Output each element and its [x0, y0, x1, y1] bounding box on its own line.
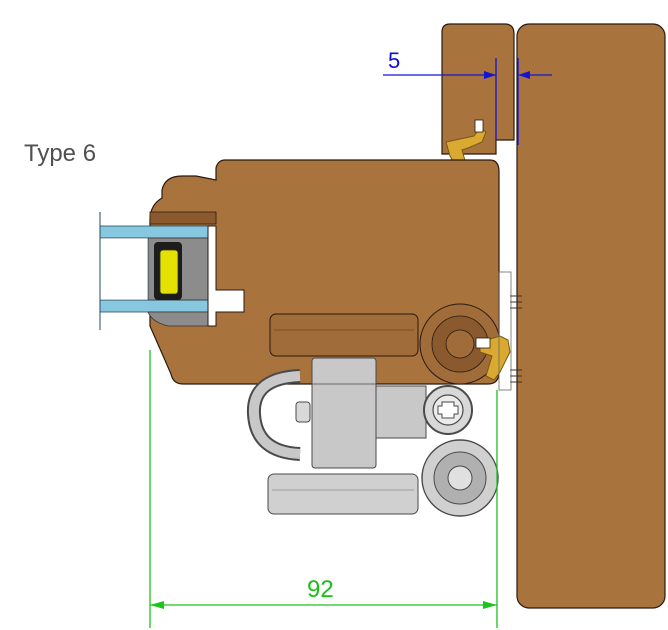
rebate-cutout: [207, 225, 245, 327]
hardware-bar-lower: [267, 473, 419, 515]
hardware-knob: [295, 401, 311, 423]
glass-pane-top: [99, 225, 209, 239]
screw-cross: [437, 401, 459, 419]
glass-seal-lower: [147, 311, 209, 327]
lower-roller-inner: [447, 465, 473, 491]
glass-pane-bottom: [99, 299, 209, 313]
dimension-gap-label: 5: [388, 48, 400, 73]
frame-thin-plate: [498, 271, 512, 391]
hardware-body: [311, 357, 377, 469]
type-label: Type 6: [24, 140, 97, 167]
frame-ticks: [510, 295, 522, 383]
lower-seal-slot: [475, 337, 491, 349]
glazing-bead: [149, 211, 217, 225]
dimension-width: [149, 350, 498, 628]
hardware-bar-upper: [269, 313, 419, 357]
upper-roller-inner: [445, 329, 475, 359]
hardware-loop-left-inner: [248, 371, 301, 459]
frame-post: [516, 23, 666, 609]
dimension-width-label: 92: [307, 576, 334, 603]
dimension-gap: [383, 58, 552, 145]
lock-insert: [159, 249, 179, 295]
glass-cavity: [99, 237, 149, 301]
hardware-block-right: [375, 385, 427, 439]
upper-seal-slot: [474, 119, 484, 133]
